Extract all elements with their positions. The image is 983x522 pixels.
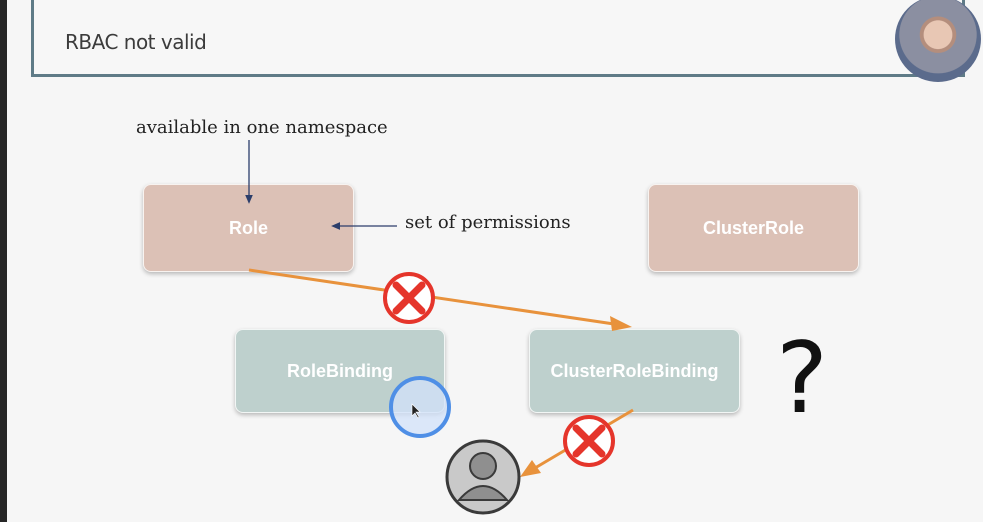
annotation-permissions: set of permissions xyxy=(405,212,571,233)
cursor-icon xyxy=(411,403,421,419)
page-title: RBAC not valid xyxy=(65,30,207,54)
question-mark: ? xyxy=(776,322,829,436)
user-icon xyxy=(445,439,521,515)
node-clusterrole: ClusterRole xyxy=(648,184,859,272)
cross-icon xyxy=(563,415,615,467)
webcam-avatar xyxy=(895,0,981,82)
left-edge-strip xyxy=(0,0,7,522)
arrow-role-to-clusterrolebinding xyxy=(248,268,632,331)
click-ripple-icon xyxy=(389,376,451,438)
title-panel: RBAC not valid xyxy=(31,0,965,77)
cross-icon xyxy=(383,272,435,324)
node-clusterrolebinding: ClusterRoleBinding xyxy=(529,329,740,413)
annotation-namespace: available in one namespace xyxy=(136,117,388,138)
